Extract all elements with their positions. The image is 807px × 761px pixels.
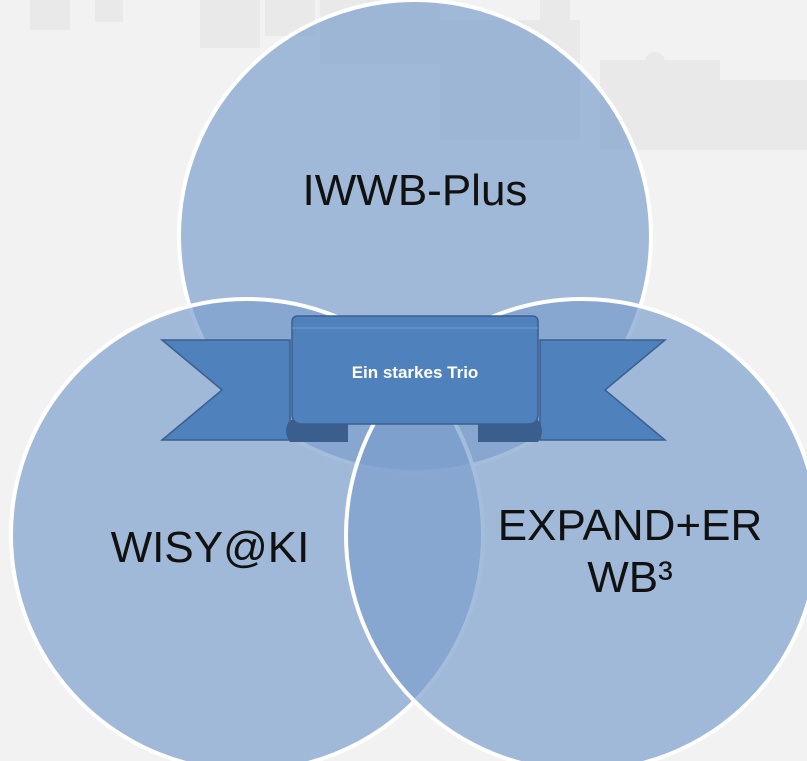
- circle-label-iwwb-plus: IWWB-Plus: [302, 166, 528, 215]
- circle-label-wisy-ki: WISY@KI: [110, 523, 310, 572]
- ribbon-banner: [159, 315, 668, 442]
- ribbon-left-fold: [286, 420, 348, 442]
- ribbon-left-tail: [159, 339, 291, 441]
- banner-label: Ein starkes Trio: [351, 363, 479, 382]
- ribbon-right-fold: [478, 420, 542, 442]
- circle-label-expand-er-wb3: EXPAND+ER WB³: [497, 501, 763, 602]
- ribbon-center: [291, 315, 539, 425]
